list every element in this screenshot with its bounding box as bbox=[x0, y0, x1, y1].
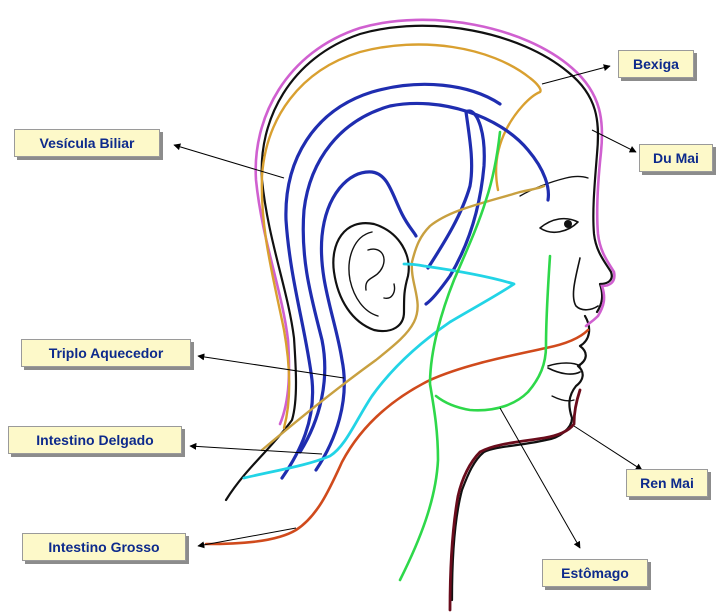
ear-outline bbox=[333, 223, 408, 331]
eye-pupil bbox=[564, 220, 572, 228]
label-ren-mai: Ren Mai bbox=[626, 469, 708, 497]
face-profile-outline bbox=[452, 316, 589, 600]
eye bbox=[540, 219, 578, 233]
label-vesicula-biliar: Vesícula Biliar bbox=[14, 129, 160, 157]
arrow-vesicula-biliar bbox=[174, 145, 284, 178]
ear-inner bbox=[349, 232, 395, 316]
arrow-triplo-aquecedor bbox=[198, 356, 344, 378]
label-bexiga: Bexiga bbox=[618, 50, 694, 78]
intestino-grosso-meridian bbox=[206, 330, 588, 544]
nose-contour bbox=[573, 258, 598, 310]
label-intestino-grosso: Intestino Grosso bbox=[22, 533, 186, 561]
label-du-mai: Du Mai bbox=[639, 144, 713, 172]
label-intestino-delgado: Intestino Delgado bbox=[8, 426, 182, 454]
intestino-delgado-meridian bbox=[244, 264, 514, 478]
label-triplo-aquecedor: Triplo Aquecedor bbox=[21, 339, 191, 367]
label-estomago: Estômago bbox=[542, 559, 648, 587]
mouth bbox=[548, 363, 580, 374]
arrow-ren-mai bbox=[574, 426, 642, 470]
estomago-meridian bbox=[400, 132, 550, 580]
eyebrow bbox=[520, 177, 588, 197]
arrow-bexiga bbox=[542, 66, 610, 84]
